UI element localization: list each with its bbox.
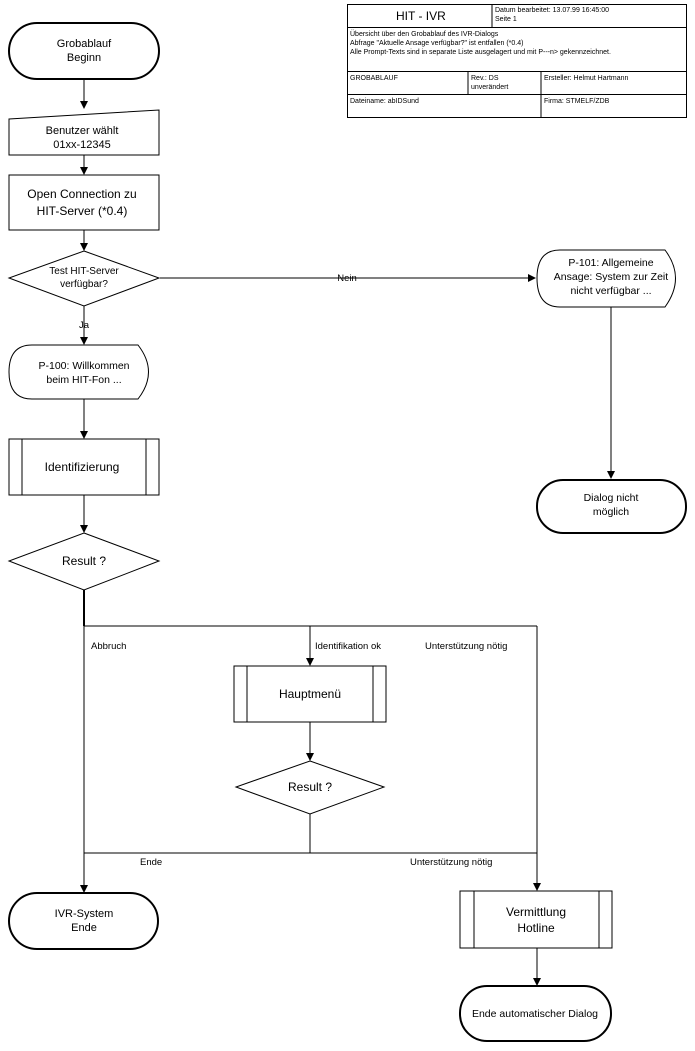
node-p101: P-101: Allgemeine Ansage: System zur Zei… bbox=[536, 249, 676, 308]
node-text: IVR-System bbox=[55, 908, 114, 920]
node-text: Hauptmenü bbox=[279, 687, 341, 701]
node-text: Beginn bbox=[67, 52, 101, 64]
edge-labels: Nein Ja Abbruch Identifikation ok Unters… bbox=[79, 273, 507, 868]
node-text: Vermittlung bbox=[506, 905, 566, 919]
node-text: Open Connection zu bbox=[27, 187, 136, 201]
node-text: Result ? bbox=[62, 554, 106, 568]
node-text: Ende automatischer Dialog bbox=[472, 1008, 598, 1020]
node-text: beim HIT-Fon ... bbox=[46, 374, 121, 386]
label-support-needed: Unterstützung nötig bbox=[425, 641, 507, 652]
connectors bbox=[80, 80, 615, 986]
node-text: Ansage: System zur Zeit bbox=[554, 271, 668, 283]
header-revision: Rev.: DS bbox=[471, 75, 499, 82]
header-section: GROBABLAUF bbox=[350, 75, 398, 82]
label-abort: Abbruch bbox=[91, 641, 126, 652]
node-open-connection: Open Connection zu HIT-Server (*0.4) bbox=[8, 174, 160, 231]
node-result-2: Result ? bbox=[234, 760, 386, 815]
subprocess-shape bbox=[8, 438, 160, 496]
node-text: Hotline bbox=[517, 921, 555, 935]
subprocess-shape bbox=[459, 890, 613, 949]
header-frame bbox=[347, 4, 687, 118]
label-no: Nein bbox=[337, 273, 357, 284]
node-result-1: Result ? bbox=[7, 532, 161, 591]
header-description-line: Abfrage "Aktuelle Ansage verfügbar?" ist… bbox=[350, 40, 524, 47]
process-shape bbox=[8, 174, 160, 231]
label-yes: Ja bbox=[79, 320, 90, 331]
manual-input-shape bbox=[8, 109, 160, 156]
node-text: Grobablauf bbox=[57, 38, 112, 50]
decision-shape bbox=[7, 532, 161, 591]
terminator-shape bbox=[8, 892, 159, 950]
node-text: P-101: Allgemeine bbox=[568, 257, 653, 269]
node-dialog-not-possible: Dialog nicht möglich bbox=[536, 479, 687, 534]
display-shape bbox=[8, 344, 149, 400]
node-text: Test HIT-Server bbox=[49, 266, 119, 277]
terminator-shape bbox=[459, 985, 612, 1042]
node-text: Benutzer wählt bbox=[46, 125, 119, 137]
node-end-auto: Ende automatischer Dialog bbox=[459, 985, 612, 1042]
header-page: Seite 1 bbox=[495, 16, 517, 23]
node-hotline: Vermittlung Hotline bbox=[459, 890, 613, 949]
label-identification-ok: Identifikation ok bbox=[315, 641, 381, 652]
node-identify: Identifizierung bbox=[8, 438, 160, 496]
header-filename: Dateiname: abIDSund bbox=[350, 98, 419, 105]
header-company: Firma: STMELF/ZDB bbox=[544, 98, 610, 105]
decision-shape bbox=[234, 760, 386, 815]
terminator-shape bbox=[536, 479, 687, 534]
header-date: Datum bearbeitet: 13.07.99 16:45:00 bbox=[495, 7, 610, 14]
header-author: Ersteller: Helmut Hartmann bbox=[544, 75, 629, 82]
display-shape bbox=[536, 249, 676, 308]
node-test-server: Test HIT-Server verfügbar? bbox=[7, 250, 161, 307]
header-description-line: Alle Prompt-Texts sind in separate Liste… bbox=[350, 49, 611, 56]
node-main-menu: Hauptmenü bbox=[233, 665, 387, 723]
subprocess-shape bbox=[233, 665, 387, 723]
node-text: verfügbar? bbox=[60, 279, 108, 290]
label-support-needed: Unterstützung nötig bbox=[410, 857, 492, 868]
node-text: 01xx-12345 bbox=[53, 139, 111, 151]
node-text: Ende bbox=[71, 922, 97, 934]
node-p100: P-100: Willkommen beim HIT-Fon ... bbox=[8, 344, 149, 400]
label-end: Ende bbox=[140, 857, 162, 868]
node-ivr-end: IVR-System Ende bbox=[8, 892, 159, 950]
node-text: möglich bbox=[593, 506, 629, 518]
node-text: P-100: Willkommen bbox=[38, 360, 129, 372]
node-text: Identifizierung bbox=[45, 460, 120, 474]
header-title: HIT - IVR bbox=[396, 9, 446, 23]
header-description-line: Übersicht über den Grobablauf des IVR-Di… bbox=[350, 31, 499, 38]
node-text: Result ? bbox=[288, 780, 332, 794]
node-text: nicht verfügbar ... bbox=[570, 285, 651, 297]
node-user-dials: Benutzer wählt 01xx-12345 bbox=[8, 109, 160, 156]
header-revision-note: unverändert bbox=[471, 84, 509, 91]
decision-shape bbox=[7, 250, 161, 307]
terminator-shape bbox=[8, 22, 160, 80]
node-text: Dialog nicht bbox=[584, 492, 639, 504]
node-text: HIT-Server (*0.4) bbox=[37, 204, 128, 218]
node-start: Grobablauf Beginn bbox=[8, 22, 160, 80]
